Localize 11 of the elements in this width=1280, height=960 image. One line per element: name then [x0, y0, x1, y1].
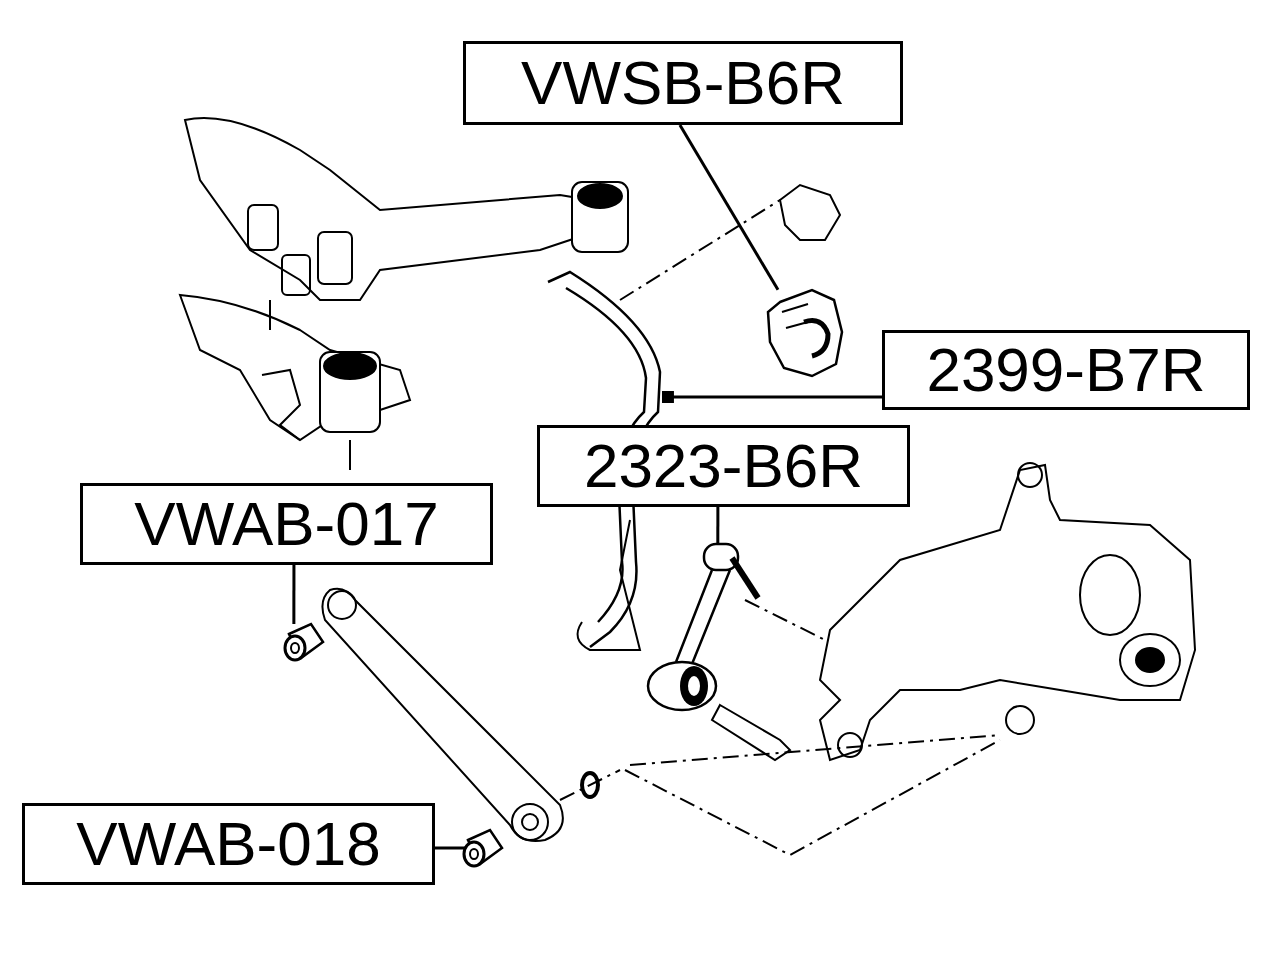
part-number-label: VWAB-017	[80, 483, 493, 565]
leader-line	[661, 390, 882, 403]
bushing-drawing	[281, 620, 327, 664]
leader-line	[435, 846, 466, 850]
leader-line	[716, 507, 720, 544]
leader-line	[678, 124, 780, 291]
bushing-drawing	[460, 826, 506, 870]
part-number-label: 2399-B7R	[882, 330, 1250, 410]
part-number-label: VWAB-018	[22, 803, 435, 885]
part-number-label: 2323-B6R	[537, 425, 910, 507]
part-number-label: VWSB-B6R	[463, 41, 903, 125]
